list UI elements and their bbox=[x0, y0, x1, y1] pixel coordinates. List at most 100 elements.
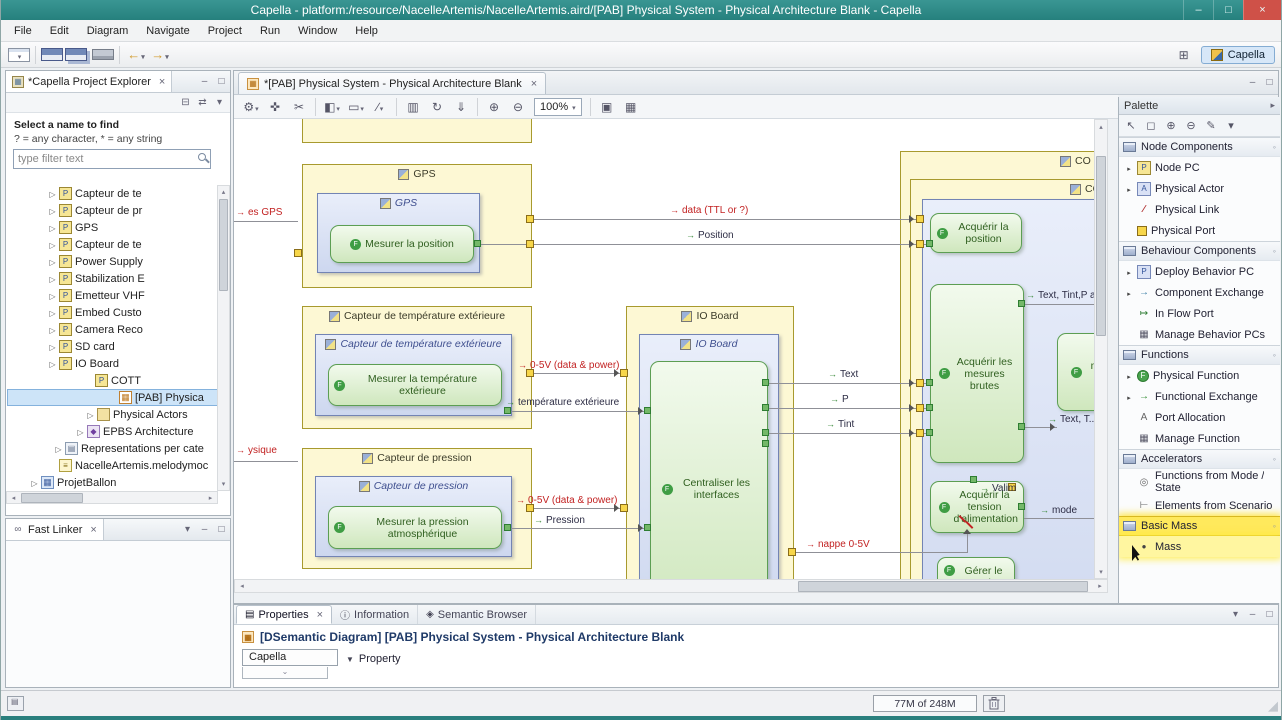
palette-item-physical-port[interactable]: Physical Port bbox=[1119, 220, 1280, 241]
edge-05v-temp[interactable] bbox=[532, 373, 626, 374]
palette-group-node-components[interactable]: Node Components bbox=[1119, 137, 1280, 157]
scroll-down-icon[interactable] bbox=[218, 478, 229, 490]
maximize-view-button[interactable]: □ bbox=[218, 524, 225, 535]
garbage-collect-button[interactable] bbox=[983, 695, 1005, 712]
expand-arrow-icon[interactable] bbox=[47, 307, 58, 319]
expand-arrow-icon[interactable] bbox=[85, 409, 96, 421]
function-centraliser-interfaces[interactable]: Centraliser les interfaces bbox=[650, 361, 768, 579]
tab-project-explorer[interactable]: *Capella Project Explorer bbox=[6, 71, 173, 92]
edge-text-tint-p[interactable] bbox=[1024, 304, 1094, 305]
scroll-right-icon[interactable] bbox=[1093, 580, 1107, 592]
expand-arrow-icon[interactable] bbox=[75, 426, 86, 438]
close-tab-icon[interactable] bbox=[155, 76, 165, 88]
function-port[interactable] bbox=[762, 429, 769, 436]
function-port[interactable] bbox=[926, 240, 933, 247]
properties-section-tab-empty[interactable]: ⌄ bbox=[242, 667, 328, 679]
restore-view-icon[interactable] bbox=[7, 696, 24, 711]
palette-item-in-flow-port[interactable]: ↦In Flow Port bbox=[1119, 303, 1280, 324]
menu-project[interactable]: Project bbox=[207, 24, 242, 37]
function-acquerir-position[interactable]: Acquérir la position bbox=[930, 213, 1022, 253]
edge-p[interactable] bbox=[768, 408, 926, 409]
tree-vertical-scrollbar[interactable] bbox=[217, 185, 230, 491]
edge-pression[interactable] bbox=[508, 528, 650, 529]
zoom-in-button[interactable]: ⊕ bbox=[488, 99, 500, 114]
function-port[interactable] bbox=[762, 379, 769, 386]
physical-port[interactable] bbox=[620, 504, 628, 512]
tree-item-io-board[interactable]: PIO Board bbox=[7, 355, 218, 372]
menu-window[interactable]: Window bbox=[298, 24, 338, 37]
tab-fast-linker[interactable]: Fast Linker bbox=[6, 519, 104, 540]
scrollbar-thumb[interactable] bbox=[798, 581, 1088, 592]
function-port[interactable] bbox=[504, 524, 511, 531]
edge-mode[interactable] bbox=[1024, 518, 1094, 519]
view-menu-button[interactable]: ▾ bbox=[184, 524, 191, 535]
save-all-button[interactable] bbox=[65, 48, 87, 61]
edge-label-text-tint-p[interactable]: Text, Tint,P an... bbox=[1026, 290, 1094, 301]
tab-semantic-browser[interactable]: ◈Semantic Browser bbox=[418, 605, 537, 624]
menu-edit[interactable]: Edit bbox=[49, 24, 69, 37]
scroll-up-icon[interactable] bbox=[218, 186, 229, 198]
function-mesurer-temperature[interactable]: Mesurer la température extérieure bbox=[328, 364, 502, 406]
expand-arrow-icon[interactable] bbox=[47, 324, 58, 336]
tree-item-nacelleartemis-melodymoc[interactable]: ≡NacelleArtemis.melodymoc bbox=[7, 457, 218, 474]
expand-arrow-icon[interactable] bbox=[47, 188, 58, 200]
grid-toggle-button[interactable]: ▦ bbox=[624, 99, 637, 114]
diagram-config-menu[interactable]: ⚙ bbox=[240, 97, 262, 117]
collapse-palette-icon[interactable]: ▸ bbox=[1270, 100, 1275, 110]
palette-item-manage-function[interactable]: ▦Manage Function bbox=[1119, 428, 1280, 449]
maximize-view-button[interactable]: □ bbox=[218, 76, 225, 87]
physical-port[interactable] bbox=[916, 379, 924, 387]
print-button[interactable] bbox=[92, 49, 114, 60]
edge-label-position[interactable]: Position bbox=[686, 230, 734, 241]
palette-group-basic-mass[interactable]: Basic Mass bbox=[1119, 516, 1280, 536]
diagram-canvas[interactable]: GPS Capteur de température extérieure Ca… bbox=[234, 119, 1094, 579]
expand-arrow-icon[interactable] bbox=[47, 290, 58, 302]
function-port[interactable] bbox=[926, 379, 933, 386]
edge-label-nappe[interactable]: nappe 0-5V bbox=[806, 539, 870, 550]
edge-text[interactable] bbox=[768, 383, 926, 384]
edge-label-physique[interactable]: ysique bbox=[236, 445, 277, 456]
function-gerer-mode[interactable]: Gérer le mode bbox=[937, 557, 1015, 579]
close-tab-icon[interactable] bbox=[86, 524, 96, 536]
search-icon[interactable] bbox=[198, 153, 206, 161]
menu-run[interactable]: Run bbox=[259, 24, 281, 37]
canvas-vertical-scrollbar[interactable] bbox=[1094, 119, 1108, 579]
physical-port[interactable] bbox=[294, 249, 302, 257]
tree-item-epbs-architecture[interactable]: ◆EPBS Architecture bbox=[7, 423, 218, 440]
function-port[interactable] bbox=[1018, 423, 1025, 430]
tree-item-representations-per-cate[interactable]: ▤Representations per cate bbox=[7, 440, 218, 457]
function-acquerir-mesures[interactable]: Acquérir les mesures brutes bbox=[930, 284, 1024, 463]
maximize-view-button[interactable]: □ bbox=[1266, 609, 1273, 620]
tree-item-sd-card[interactable]: PSD card bbox=[7, 338, 218, 355]
edge-nappe[interactable] bbox=[794, 552, 968, 553]
function-mesurer-la-position[interactable]: Mesurer la position bbox=[330, 225, 474, 263]
expand-arrow-icon[interactable] bbox=[47, 239, 58, 251]
function-port[interactable] bbox=[1018, 300, 1025, 307]
note-tool[interactable]: ✎ bbox=[1206, 120, 1216, 132]
edge-label-05v-pression[interactable]: 0-5V (data & power) bbox=[516, 495, 618, 506]
function-mesurer-pression[interactable]: Mesurer la pression atmosphérique bbox=[328, 506, 502, 549]
physical-port[interactable] bbox=[916, 404, 924, 412]
edge-label-temperature[interactable]: température extérieure bbox=[506, 397, 619, 408]
physical-port[interactable] bbox=[526, 504, 534, 512]
edge-es-gps[interactable] bbox=[234, 221, 298, 222]
tree-item-physical-actors[interactable]: Physical Actors bbox=[7, 406, 218, 423]
expand-arrow-icon[interactable] bbox=[47, 222, 58, 234]
scroll-left-icon[interactable] bbox=[7, 492, 20, 503]
new-wizard-button[interactable] bbox=[8, 47, 30, 62]
physical-port[interactable] bbox=[620, 369, 628, 377]
node-cut-top[interactable] bbox=[302, 119, 532, 143]
menu-file[interactable]: File bbox=[14, 24, 32, 37]
edge-label-valim[interactable]: Valim bbox=[980, 483, 1016, 494]
property-section-header[interactable]: ▼ Property bbox=[346, 653, 401, 665]
physical-port[interactable] bbox=[526, 369, 534, 377]
palette-group-functions[interactable]: Functions bbox=[1119, 345, 1280, 365]
